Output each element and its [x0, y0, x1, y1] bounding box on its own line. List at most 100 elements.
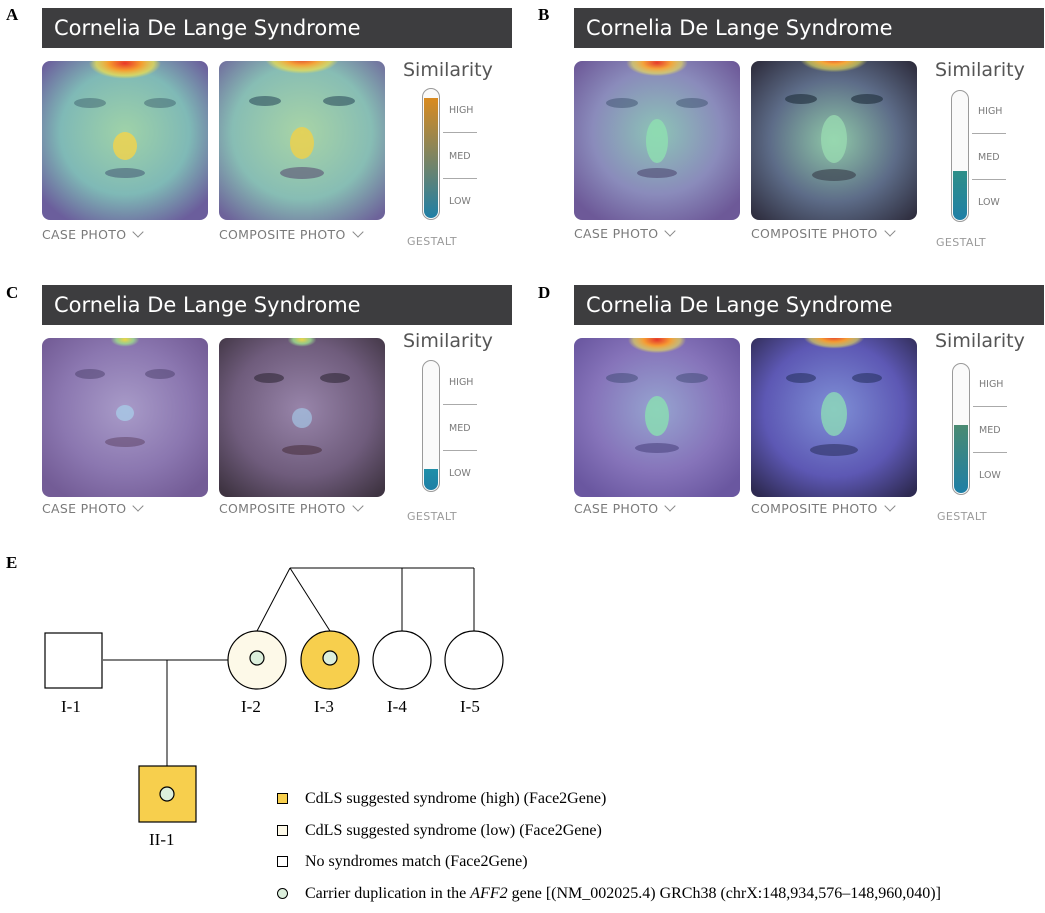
case-photo[interactable]	[574, 61, 740, 220]
level-med: MED	[449, 423, 471, 434]
composite-photo-label: COMPOSITE PHOTO	[751, 226, 878, 241]
legend-text-carrier: Carrier duplication in the AFF2 gene [(N…	[305, 885, 941, 903]
face-heatmap-composite	[751, 338, 917, 497]
carrier-dot-ii1	[159, 786, 175, 802]
chevron-down-icon	[883, 500, 896, 512]
gestalt-label: GESTALT	[936, 236, 986, 249]
similarity-gauge	[422, 360, 440, 492]
level-divider	[443, 178, 477, 179]
level-high: HIGH	[978, 106, 1003, 117]
panel-letter-b: B	[538, 5, 550, 24]
panel-letter-e: E	[6, 553, 18, 572]
similarity-title: Similarity	[403, 330, 493, 352]
chevron-down-icon	[883, 225, 896, 237]
individual-i2	[227, 630, 287, 690]
legend-text-none: No syndromes match (Face2Gene)	[305, 853, 528, 870]
level-high: HIGH	[449, 377, 474, 388]
composite-photo-dropdown[interactable]: COMPOSITE PHOTO	[751, 500, 896, 516]
case-photo-dropdown[interactable]: CASE PHOTO	[42, 226, 145, 242]
level-high: HIGH	[979, 379, 1004, 390]
chevron-down-icon	[664, 500, 677, 512]
case-photo-dropdown[interactable]: CASE PHOTO	[574, 225, 677, 241]
face-heatmap-composite	[219, 338, 385, 497]
composite-photo-label: COMPOSITE PHOTO	[751, 501, 878, 516]
individual-label-i5: I-5	[460, 697, 480, 716]
face-heatmap-composite	[219, 61, 385, 220]
level-low: LOW	[978, 197, 1000, 208]
face-heatmap-case	[574, 61, 740, 220]
level-high: HIGH	[449, 105, 474, 116]
individual-label-ii1: II-1	[149, 830, 175, 849]
case-photo[interactable]	[42, 338, 208, 497]
case-photo-label: CASE PHOTO	[574, 226, 659, 241]
case-photo[interactable]	[574, 338, 740, 497]
chevron-down-icon	[351, 500, 364, 512]
gestalt-label: GESTALT	[937, 510, 987, 523]
level-low: LOW	[979, 470, 1001, 481]
composite-photo-dropdown[interactable]: COMPOSITE PHOTO	[219, 500, 364, 516]
legend-swatch-carrier	[277, 888, 288, 899]
composite-photo-label: COMPOSITE PHOTO	[219, 227, 346, 242]
legend-text-carrier-before: Carrier duplication in the	[305, 885, 471, 902]
similarity-fill	[954, 425, 968, 493]
level-divider	[973, 452, 1007, 453]
face-heatmap-case	[42, 338, 208, 497]
individual-i5	[444, 630, 504, 690]
syndrome-title: Cornelia De Lange Syndrome	[42, 285, 512, 325]
chevron-down-icon	[351, 226, 364, 238]
composite-photo-label: COMPOSITE PHOTO	[219, 501, 346, 516]
case-photo-dropdown[interactable]: CASE PHOTO	[574, 500, 677, 516]
similarity-title: Similarity	[935, 59, 1025, 81]
level-divider	[443, 450, 477, 451]
individual-label-i1: I-1	[61, 697, 81, 716]
carrier-dot-i3	[322, 650, 338, 666]
legend-text-low: CdLS suggested syndrome (low) (Face2Gene…	[305, 822, 602, 839]
carrier-dot-i2	[249, 650, 265, 666]
composite-photo[interactable]	[751, 61, 917, 220]
chevron-down-icon	[132, 500, 145, 512]
syndrome-title: Cornelia De Lange Syndrome	[574, 8, 1044, 48]
individual-label-i4: I-4	[387, 697, 407, 716]
legend-text-high: CdLS suggested syndrome (high) (Face2Gen…	[305, 790, 607, 807]
gestalt-panel-a: Cornelia De Lange Syndrome CASE PHOTO CO…	[42, 8, 512, 248]
level-med: MED	[978, 152, 1000, 163]
similarity-gauge	[952, 363, 970, 495]
individual-i3	[300, 630, 360, 690]
case-photo-dropdown[interactable]: CASE PHOTO	[42, 500, 145, 516]
level-divider	[973, 406, 1007, 407]
gestalt-label: GESTALT	[407, 235, 457, 248]
individual-i4	[372, 630, 432, 690]
individual-label-i2: I-2	[241, 697, 261, 716]
legend-swatch-high	[277, 793, 288, 804]
legend-swatch-low	[277, 825, 288, 836]
panel-letter-a: A	[6, 5, 19, 24]
level-divider	[972, 179, 1006, 180]
legend-text-carrier-after: gene [(NM_002025.4) GRCh38 (chrX:148,934…	[507, 885, 941, 902]
panel-letter-c: C	[6, 283, 19, 302]
case-photo-label: CASE PHOTO	[42, 501, 127, 516]
gestalt-panel-b: Cornelia De Lange Syndrome CASE PHOTO CO…	[574, 8, 1044, 249]
legend-swatch-none	[277, 856, 288, 867]
case-photo-label: CASE PHOTO	[42, 227, 127, 242]
case-photo[interactable]	[42, 61, 208, 220]
composite-photo[interactable]	[219, 338, 385, 497]
case-photo-label: CASE PHOTO	[574, 501, 659, 516]
individual-label-i3: I-3	[314, 697, 334, 716]
level-med: MED	[979, 425, 1001, 436]
composite-photo-dropdown[interactable]: COMPOSITE PHOTO	[219, 226, 364, 242]
composite-photo[interactable]	[751, 338, 917, 497]
gene-name: AFF2	[470, 885, 508, 902]
similarity-fill	[953, 170, 967, 220]
individual-i1	[44, 632, 103, 689]
composite-photo-dropdown[interactable]: COMPOSITE PHOTO	[751, 225, 896, 241]
level-divider	[443, 132, 477, 133]
face-heatmap-composite	[751, 61, 917, 220]
chevron-down-icon	[132, 226, 145, 238]
composite-photo[interactable]	[219, 61, 385, 220]
similarity-gauge	[422, 88, 440, 220]
face-heatmap-case	[42, 61, 208, 220]
syndrome-title: Cornelia De Lange Syndrome	[574, 285, 1044, 325]
twin-line-right	[289, 567, 331, 632]
chevron-down-icon	[664, 225, 677, 237]
individual-ii1	[138, 765, 197, 823]
